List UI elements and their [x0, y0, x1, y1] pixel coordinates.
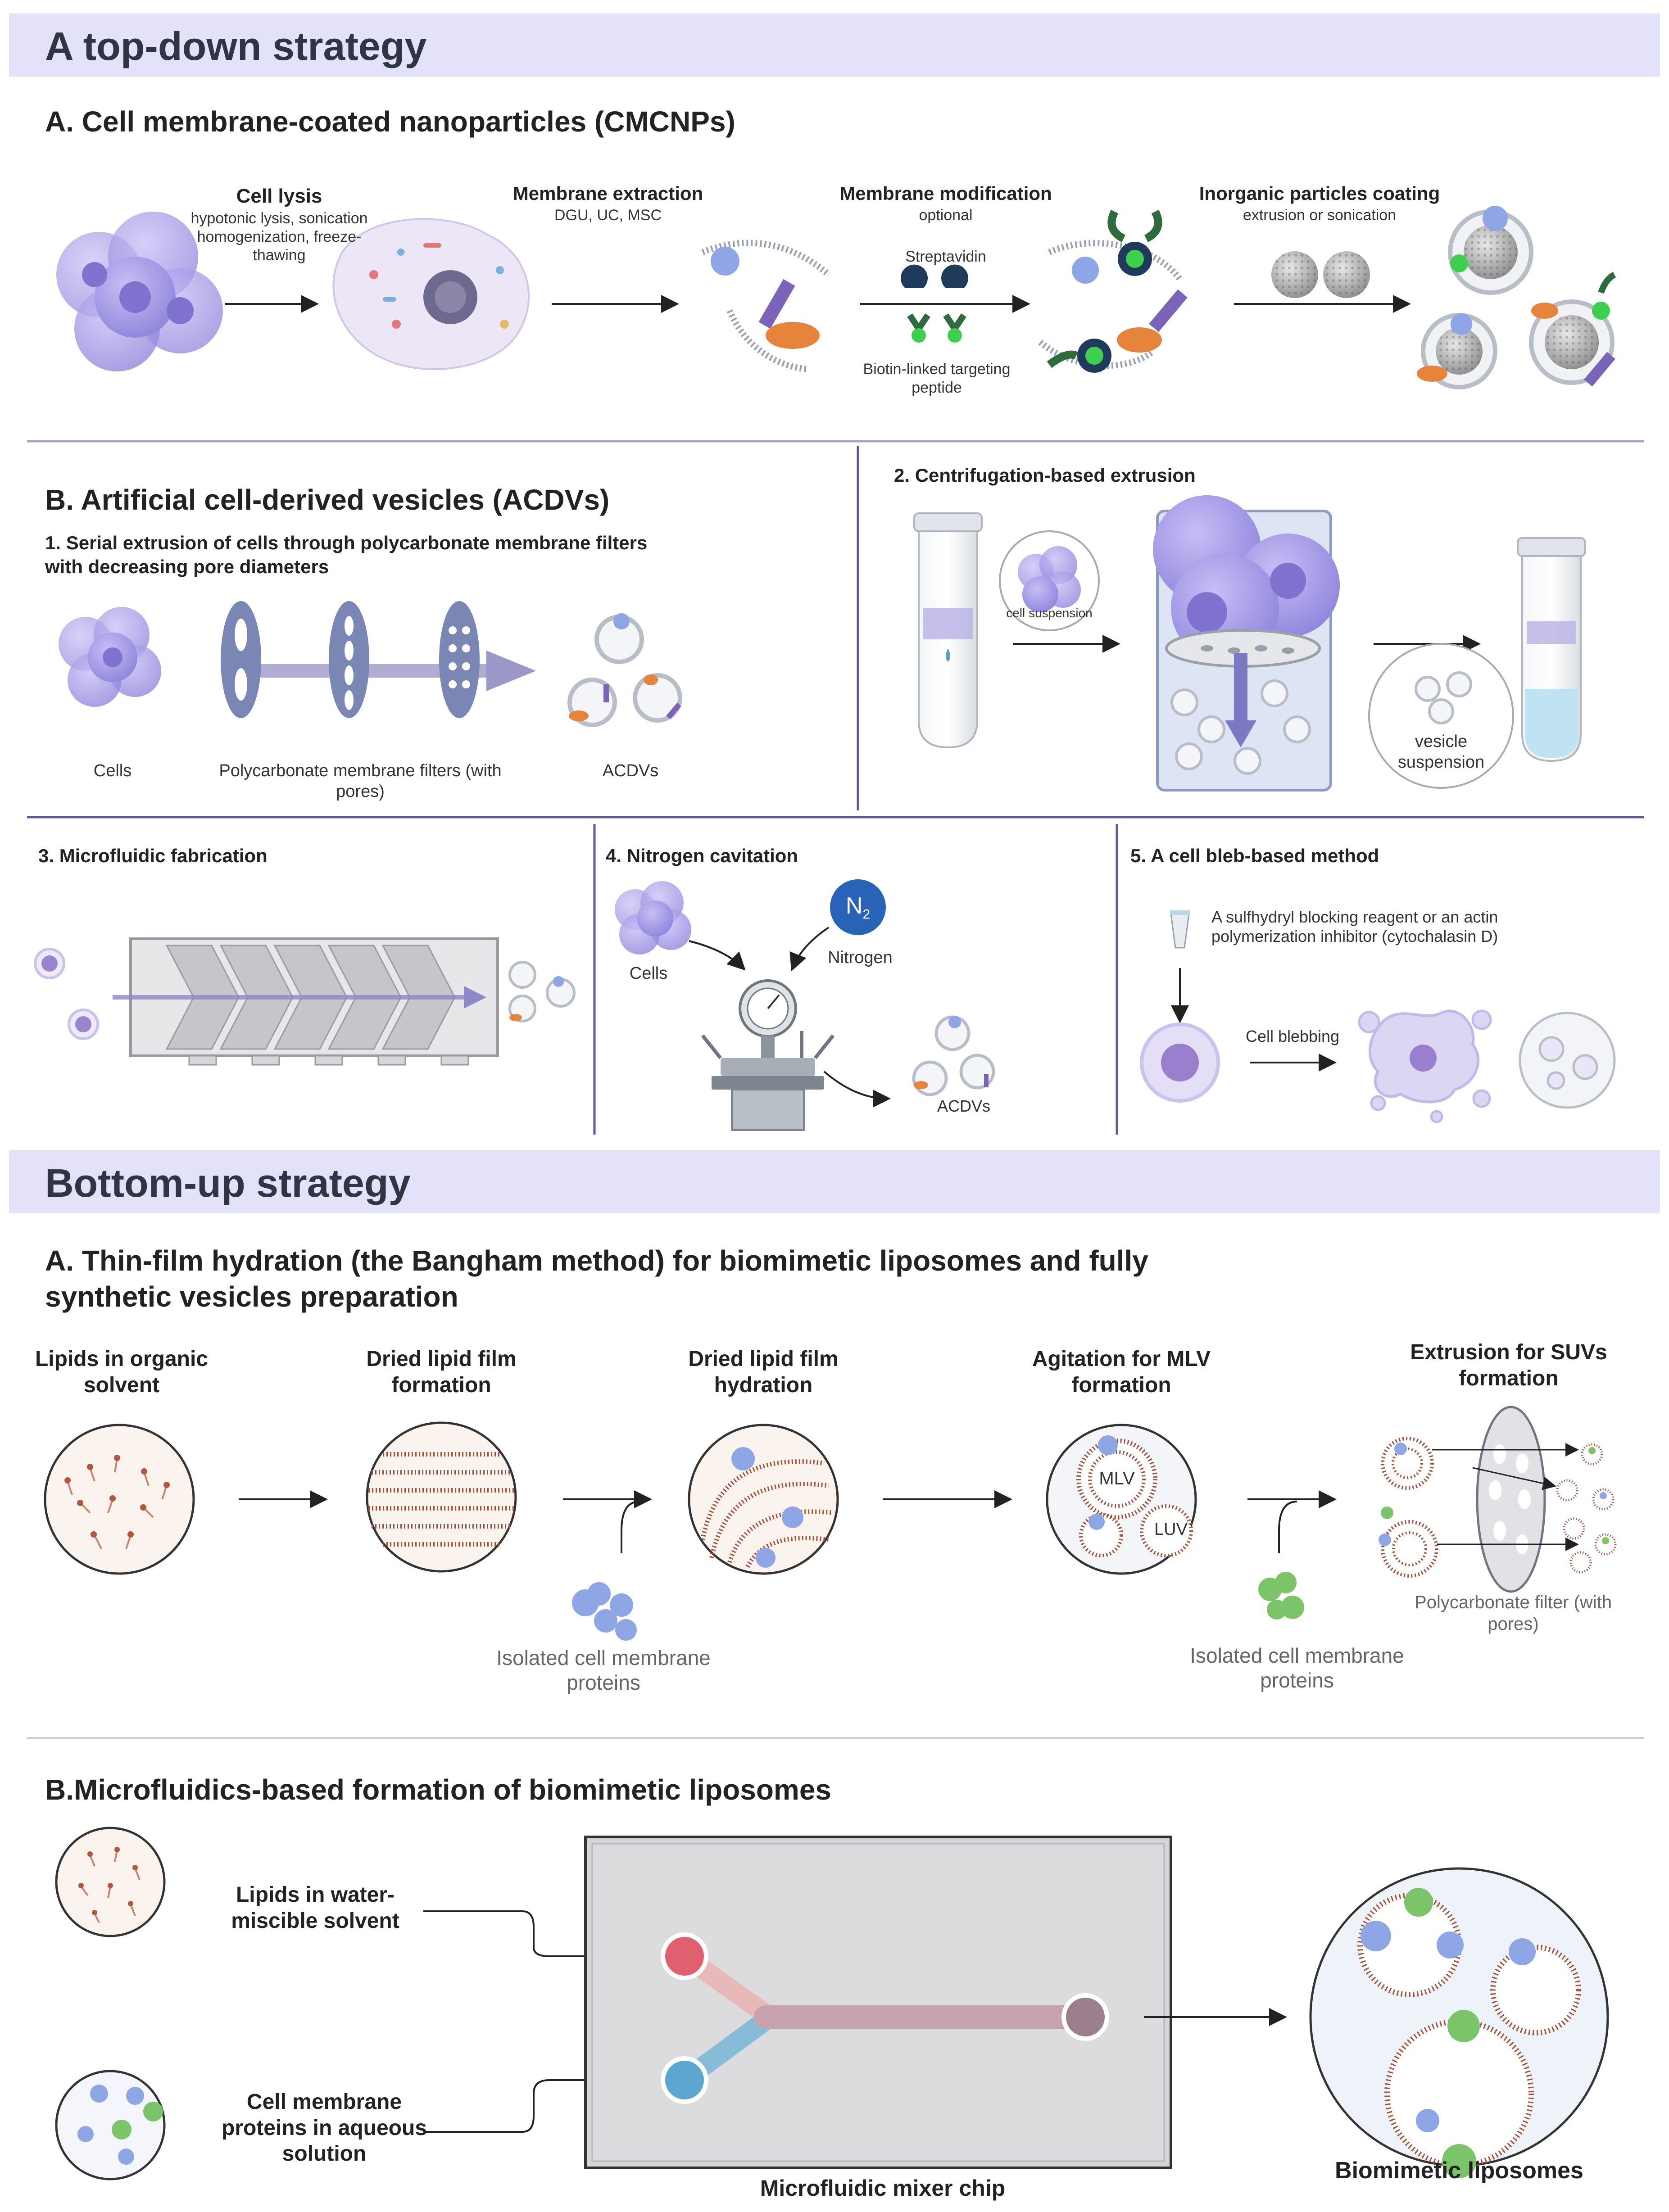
serial-acdvs-label: ACDVs — [602, 761, 659, 780]
biotin-peptide-icon — [907, 313, 966, 343]
cell-cluster-icon — [56, 212, 223, 371]
step5-label: Extrusion for SUVs formation — [1410, 1340, 1607, 1390]
step1-label: Lipids in organic solvent — [35, 1347, 209, 1397]
microfluidic-title: 3. Microfluidic fabrication — [38, 845, 268, 866]
lipids-in-solvent-icon — [44, 1424, 195, 1575]
top-down-title: A top-down strategy — [45, 24, 427, 68]
coated-nanoparticles-icon — [1417, 206, 1616, 389]
cavitation-vessel-icon — [701, 979, 835, 1131]
cells-cluster-nitrogen-icon — [615, 881, 691, 954]
vesicle-suspension-label: vesicle suspension — [1397, 732, 1485, 772]
single-cell-icon — [1140, 1022, 1220, 1103]
dried-lipid-film-icon — [366, 1421, 517, 1573]
biomimetic-liposomes-icon — [1309, 1867, 1609, 2178]
modified-membrane-icon — [1038, 209, 1188, 373]
streptavidin-icon — [901, 264, 968, 288]
lysed-cell-icon — [332, 218, 530, 370]
streptavidin-label: Streptavidin — [905, 248, 986, 265]
inorganic-particles-icon — [1271, 251, 1370, 298]
n2-label: N2 — [845, 893, 871, 922]
bottom-up-title: Bottom-up strategy — [45, 1161, 411, 1205]
extrusion-chamber-icon — [1153, 495, 1340, 792]
cell-blebbing-label: Cell blebbing — [1245, 1027, 1340, 1045]
membrane-proteins-icon — [711, 247, 820, 349]
acdv-title: B. Artificial cell-derived vesicles (ACD… — [45, 484, 610, 516]
centrifuge-tube-icon-1 — [913, 512, 983, 749]
biotin-label: Biotin-linked targeting peptide — [863, 361, 1011, 396]
membrane-extraction-title: Membrane extraction — [512, 183, 703, 204]
membrane-modification-title: Membrane modification — [839, 183, 1052, 204]
serial-cells-label: Cells — [93, 761, 132, 780]
nitrogen-acdvs-label: ACDVs — [937, 1097, 991, 1115]
polycarbonate-filters-icon — [221, 601, 480, 718]
cell-suspension-label: cell suspension — [1006, 606, 1093, 620]
output-vesicles-icon — [508, 961, 576, 1022]
proteins1-label: Isolated cell membrane proteins — [496, 1646, 711, 1695]
proteins-aqueous-icon — [55, 2070, 166, 2180]
bleb-vesicles-zoom — [1519, 1012, 1616, 1109]
acdv-vesicles-icon — [567, 613, 682, 727]
step3-label: Dried lipid film hydration — [688, 1347, 839, 1397]
membrane-modification-sub: optional — [919, 207, 973, 224]
nitrogen-cells-label: Cells — [629, 964, 668, 983]
cell-suspension-cells — [1018, 546, 1081, 612]
thin-film-title: A. Thin-film hydration (the Bangham meth… — [45, 1244, 1148, 1313]
bleb-reagent-label: A sulfhydryl blocking reagent or an acti… — [1211, 908, 1498, 946]
lipids-water-solvent-icon — [55, 1827, 166, 1937]
isolated-proteins-icon-2 — [1258, 1572, 1304, 1619]
membrane-extraction-sub: DGU, UC, MSC — [554, 207, 662, 224]
lipids-water-label: Lipids in water-miscible solvent — [231, 1883, 399, 1933]
isolated-proteins-icon-1 — [572, 1582, 637, 1641]
mixer-chip-label: Microfluidic mixer chip — [760, 2176, 1006, 2201]
centrifugation-title: 2. Centrifugation-based extrusion — [894, 465, 1196, 486]
membrane-fragments-icon — [701, 240, 831, 372]
step2-label: Dried lipid film formation — [366, 1347, 517, 1397]
mlv-label: MLV — [1099, 1469, 1135, 1488]
nitrogen-title: 4. Nitrogen cavitation — [606, 845, 798, 866]
blebbing-cell-icon — [1358, 1009, 1492, 1123]
inorganic-coating-title: Inorganic particles coating — [1199, 183, 1440, 204]
proteins2-label: Isolated cell membrane proteins — [1190, 1644, 1404, 1692]
bleb-title: 5. A cell bleb-based method — [1130, 845, 1379, 866]
filter-label: Polycarbonate filter (with pores) — [1415, 1592, 1612, 1634]
mlv-formation-icon — [1046, 1424, 1197, 1575]
bottom-up-banner: Bottom-up strategy — [9, 1150, 1660, 1213]
section-dividers — [27, 440, 1644, 1739]
microfluidic-mixer-chip-icon — [584, 1836, 1172, 2169]
microfluidic-device-icon — [113, 937, 499, 1066]
lipid-film-hydration-icon — [688, 1424, 839, 1575]
serial-extrusion-title: 1. Serial extrusion of cells through pol… — [45, 532, 648, 577]
nitrogen-label: Nitrogen — [828, 948, 893, 967]
input-cells-icon — [34, 948, 99, 1040]
reagent-tube-icon — [1170, 910, 1190, 949]
extrusion-suv-icon — [1379, 1406, 1617, 1593]
cells-cluster-small-icon — [59, 607, 161, 707]
proteins-aqueous-label: Cell membrane proteins in aqueous soluti… — [221, 2090, 427, 2166]
top-down-banner: A top-down strategy — [9, 14, 1660, 77]
serial-filters-label: Polycarbonate membrane filters (with por… — [219, 761, 502, 801]
cmcnp-title: A. Cell membrane-coated nanoparticles (C… — [45, 105, 735, 138]
acdv-nitrogen-vesicles-icon — [912, 1015, 995, 1096]
microfluidics-title: B.Microfluidics-based formation of biomi… — [45, 1773, 831, 1806]
cell-lysis-sub: hypotonic lysis, sonication homogenizati… — [190, 210, 368, 264]
luv-label: LUV — [1154, 1520, 1188, 1539]
extrusion-flow-arrow — [234, 651, 536, 691]
inorganic-coating-sub: extrusion or sonication — [1243, 207, 1397, 224]
cell-lysis-title: Cell lysis — [236, 185, 322, 207]
biomimetic-liposomes-label: Biomimetic liposomes — [1335, 2158, 1583, 2184]
step4-label: Agitation for MLV formation — [1032, 1347, 1211, 1397]
nitrogen-icon — [830, 879, 886, 935]
centrifuge-tube-icon-2 — [1517, 537, 1586, 762]
